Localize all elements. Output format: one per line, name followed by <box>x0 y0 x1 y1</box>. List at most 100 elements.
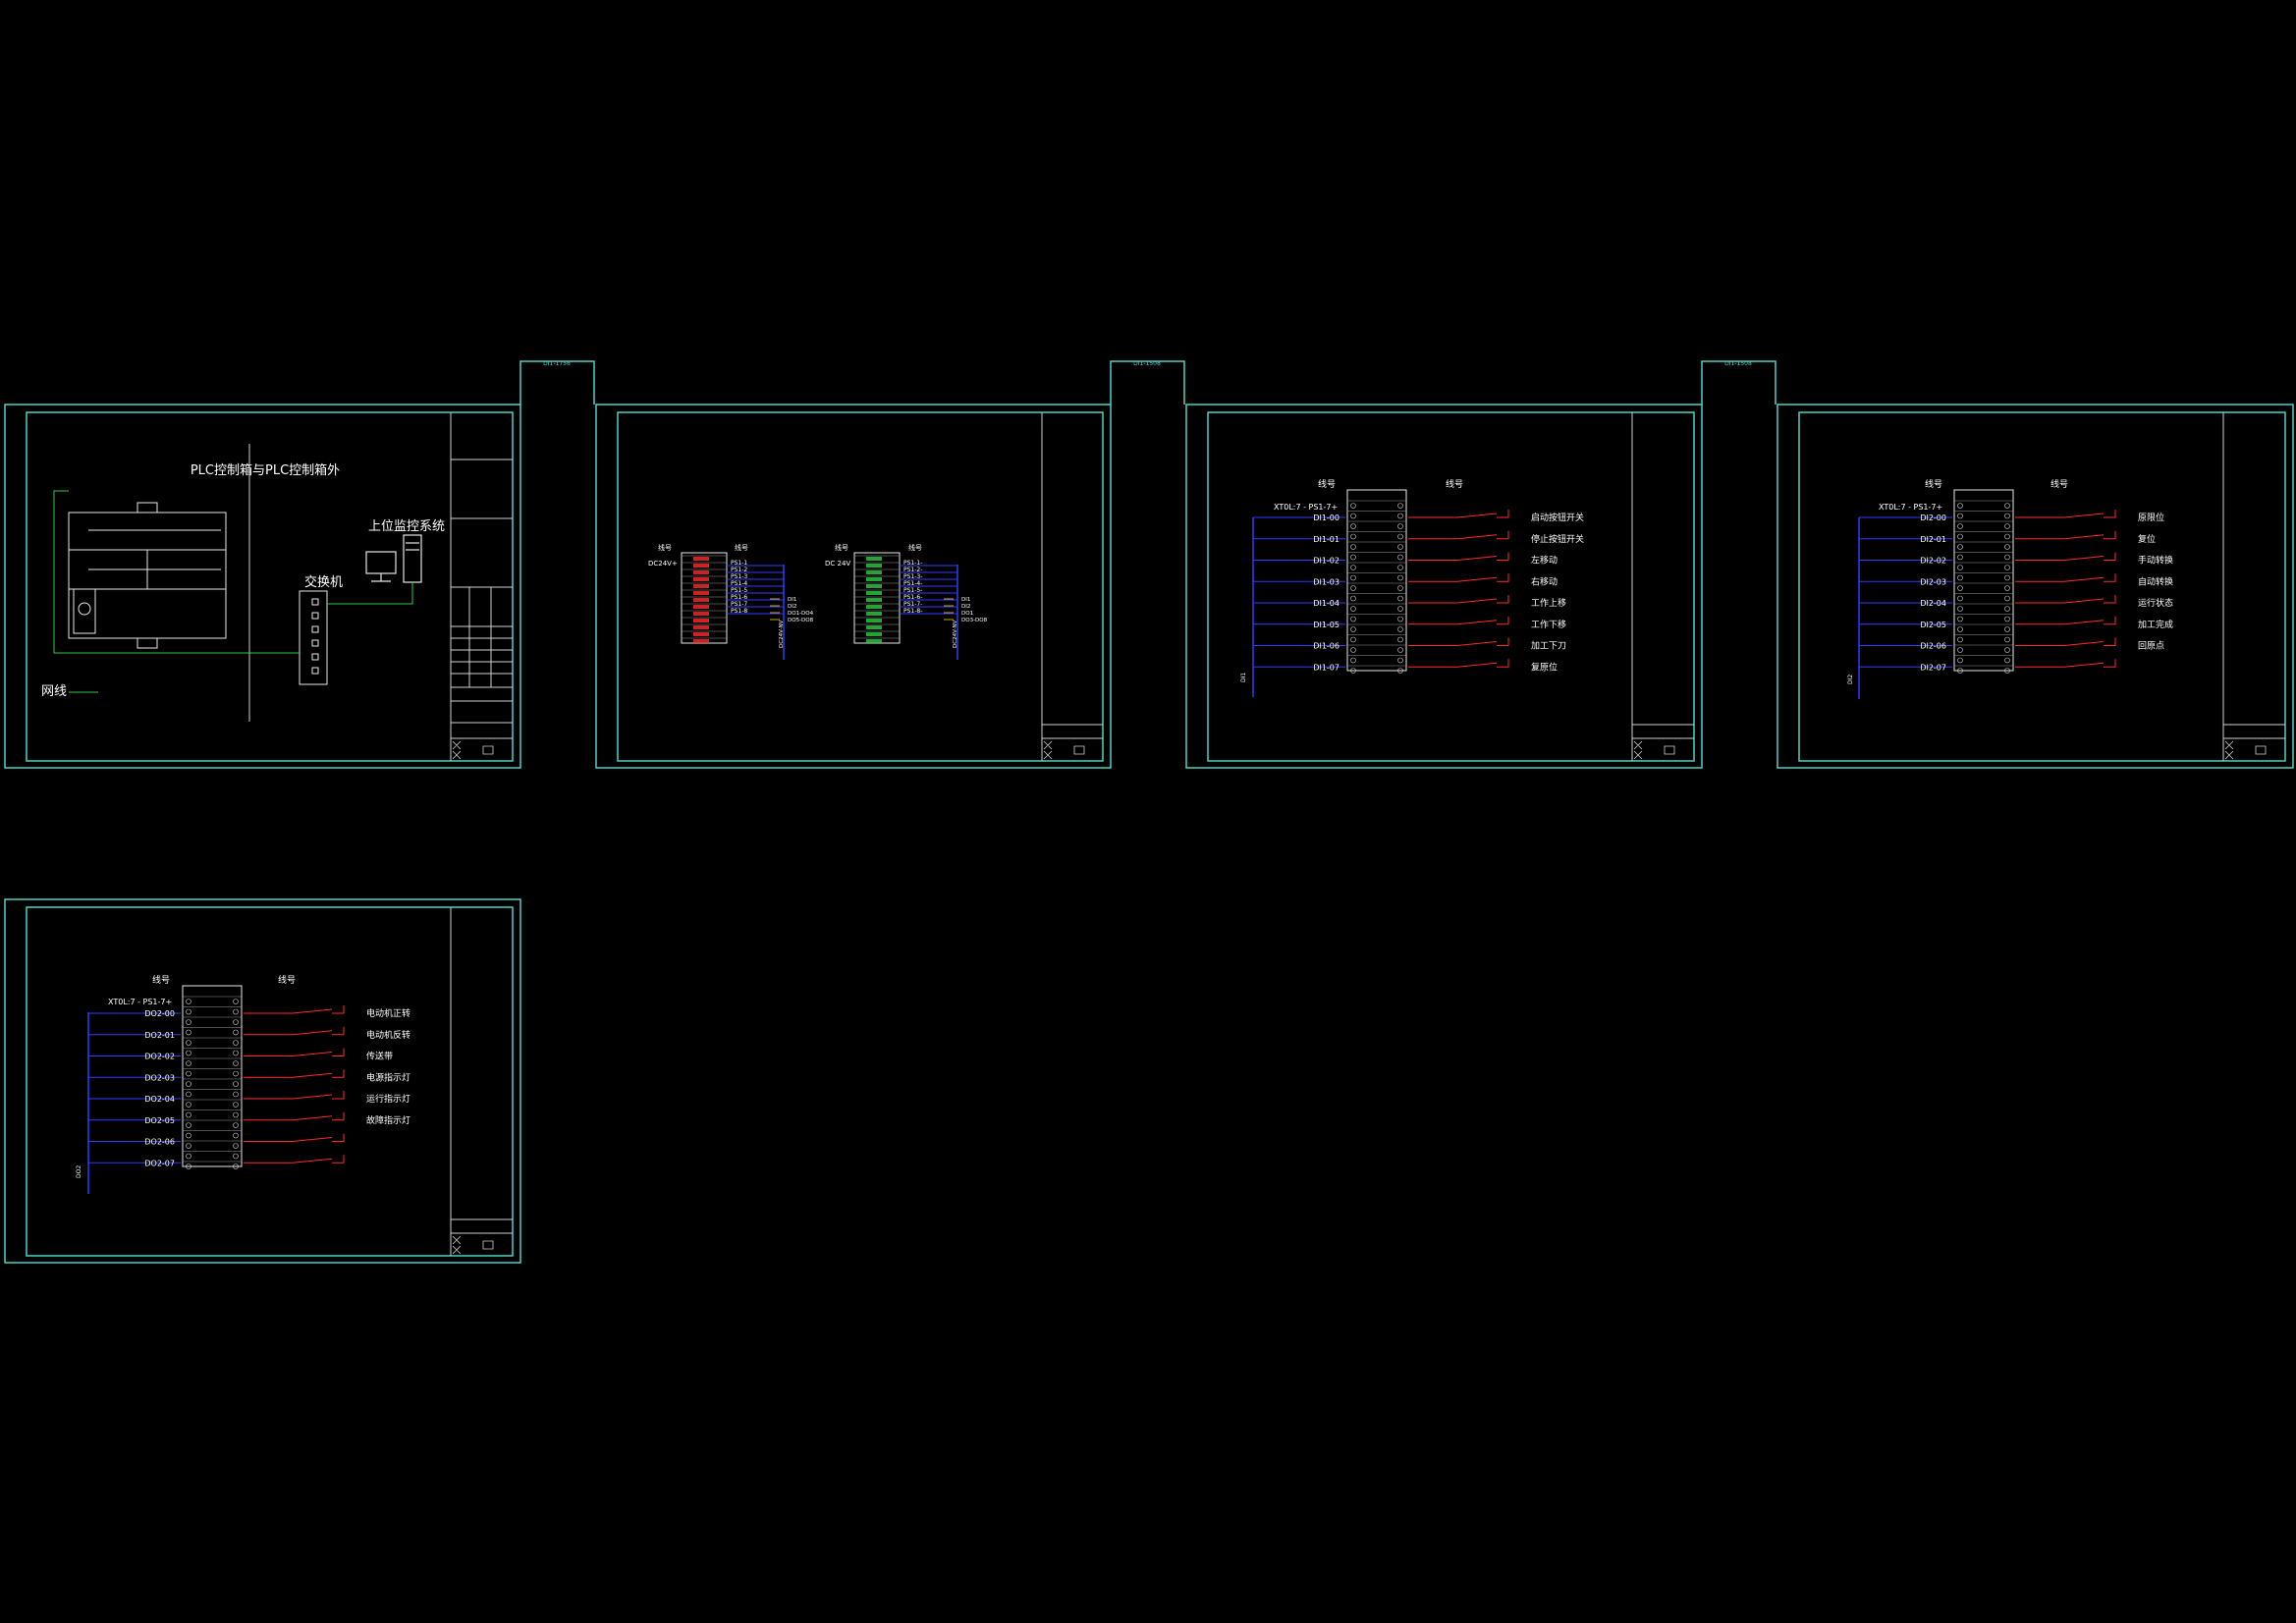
s2-right-labels: PS1-1-PS1-2-PS1-3-PS1-4-PS1-5-PS1-6-PS1-… <box>903 560 922 615</box>
channel-label: DI2-01 <box>1920 535 1946 544</box>
channel-description: 回原点 <box>2138 641 2164 652</box>
power-note: DO1-DO4 <box>788 611 814 617</box>
power-label: PS1-8- <box>903 608 922 615</box>
io-row: DI1-07 复原位 <box>1253 659 1558 673</box>
s4-vertical-label: DI2 <box>1847 675 1854 684</box>
connector-tab-2-label: DI1-1508 <box>1133 360 1161 367</box>
channel-description: 运行状态 <box>2138 597 2173 609</box>
output-wire <box>2015 530 2116 540</box>
power-note: DO3-DO8 <box>961 618 988 623</box>
output-wire <box>1408 616 1509 625</box>
channel-description: 运行指示灯 <box>366 1093 410 1105</box>
sheet-1-outer-frame <box>4 404 521 769</box>
s2-left-supply: DC24V+ <box>648 560 678 568</box>
channel-label: DO2-06 <box>144 1138 175 1147</box>
channel-description: 启动按钮开关 <box>1531 512 1584 523</box>
power-note: DI1 <box>961 597 970 603</box>
output-wire <box>244 1026 345 1036</box>
s4-header-wire: 线号 <box>2050 478 2068 490</box>
s5-xt-label: XT0L:7 - PS1-7+ <box>108 998 172 1006</box>
title-blocks <box>450 412 2285 1256</box>
output-wire <box>1408 510 1509 518</box>
network-cables <box>53 490 413 693</box>
channel-label: DI2-04 <box>1920 599 1946 608</box>
output-wire <box>2015 510 2116 518</box>
channel-description: 原限位 <box>2138 512 2164 523</box>
channel-label: DI2-06 <box>1920 642 1946 651</box>
channel-label: DI1-07 <box>1313 663 1339 672</box>
output-wire <box>1408 573 1509 582</box>
output-wire <box>244 1005 345 1014</box>
channel-label: DO2-01 <box>144 1031 175 1040</box>
s2-right-header-wire: 线号 <box>908 543 922 552</box>
channel-label: DI2-03 <box>1920 577 1946 586</box>
s3-header-line: 线号 <box>1318 478 1336 490</box>
output-wire <box>2015 637 2116 646</box>
power-label: PS1-5- <box>903 587 922 594</box>
power-label: PS1-3- <box>903 573 922 580</box>
switch-icon <box>299 590 328 685</box>
io-row: DO2-06 <box>88 1133 345 1147</box>
channel-description: 左移动 <box>1531 555 1558 567</box>
output-wire <box>244 1048 345 1056</box>
channel-description: 工作上移 <box>1531 597 1566 609</box>
channel-label: DI1-00 <box>1313 514 1339 522</box>
channel-label: DO2-07 <box>144 1159 175 1167</box>
s3-vertical-label: DI1 <box>1240 673 1247 682</box>
sheet-2-content: 线号 线号 DC24V+ PS1-1PS1-2PS1-3PS1-4PS1-5PS… <box>648 543 988 660</box>
sheet-4-outer-frame <box>1777 404 2294 769</box>
channel-description: 电动机正转 <box>366 1007 410 1019</box>
sheet-1-content: PLC控制箱与PLC控制箱外 上位监控系统 <box>41 444 445 722</box>
output-wire <box>244 1091 345 1100</box>
channel-description: 复原位 <box>1531 661 1558 673</box>
s4-header-line: 线号 <box>1925 478 1942 490</box>
channel-label: DO2-04 <box>144 1095 175 1104</box>
power-label: PS1-2- <box>903 567 922 573</box>
channel-label: DI1-01 <box>1313 535 1339 544</box>
channel-description: 加工下刀 <box>1531 641 1566 652</box>
output-wire <box>2015 573 2116 582</box>
title-block-logos <box>452 740 2267 1255</box>
channel-description: 自动转换 <box>2138 575 2173 587</box>
s2-left-vertical-label: DC24V-NV <box>779 620 785 648</box>
channel-label: DI1-02 <box>1313 557 1339 566</box>
monitor-icon <box>365 534 422 583</box>
s2-left-header-wire: 线号 <box>735 543 748 552</box>
channel-description: 传送带 <box>366 1051 393 1062</box>
s2-right-supply: DC 24V <box>825 560 850 568</box>
power-label: PS1-7 <box>731 601 747 608</box>
channel-description: 停止按钮开关 <box>1531 533 1584 545</box>
sheet-5-outer-frame <box>4 898 521 1264</box>
supervisor-label: 上位监控系统 <box>368 519 445 534</box>
io-row: DI2-06 回原点 <box>1859 637 2164 652</box>
io-row: DO2-07 <box>88 1155 345 1167</box>
io-row: DI1-02 左移动 <box>1253 552 1558 567</box>
s5-header-line: 线号 <box>152 974 170 986</box>
output-wire <box>244 1111 345 1121</box>
power-note: DI2 <box>961 604 970 610</box>
connector-tab-1-label: DI1-1756 <box>543 360 571 367</box>
s2-right-vertical-label: DC24V-NV <box>953 620 958 648</box>
connector-tab-1 <box>519 360 595 405</box>
sheet-1-title: PLC控制箱与PLC控制箱外 <box>191 462 340 478</box>
output-wire <box>244 1069 345 1078</box>
connector-tab-2 <box>1110 360 1185 405</box>
sheet-4-inner-frame <box>1798 411 2286 762</box>
io-row: DI1-00 启动按钮开关 <box>1253 510 1584 523</box>
s2-right-header-line: 线号 <box>835 543 848 552</box>
